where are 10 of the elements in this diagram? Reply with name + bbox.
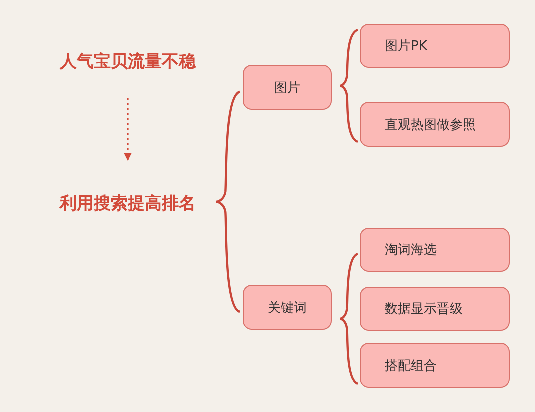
- topic-box: 淘词海选: [360, 228, 510, 272]
- heading-text: 利用搜索提高排名: [38, 190, 218, 216]
- heading-text: 人气宝贝流量不稳: [38, 48, 218, 74]
- topic-box: 图片PK: [360, 24, 510, 68]
- topic-box: 直观热图做参照: [360, 102, 510, 147]
- topic-box: 搭配组合: [360, 343, 510, 388]
- topic-box: 关键词: [243, 285, 332, 330]
- topic-box: 数据显示晋级: [360, 287, 510, 331]
- arrow: [124, 98, 132, 161]
- topic-box: 图片: [243, 65, 332, 110]
